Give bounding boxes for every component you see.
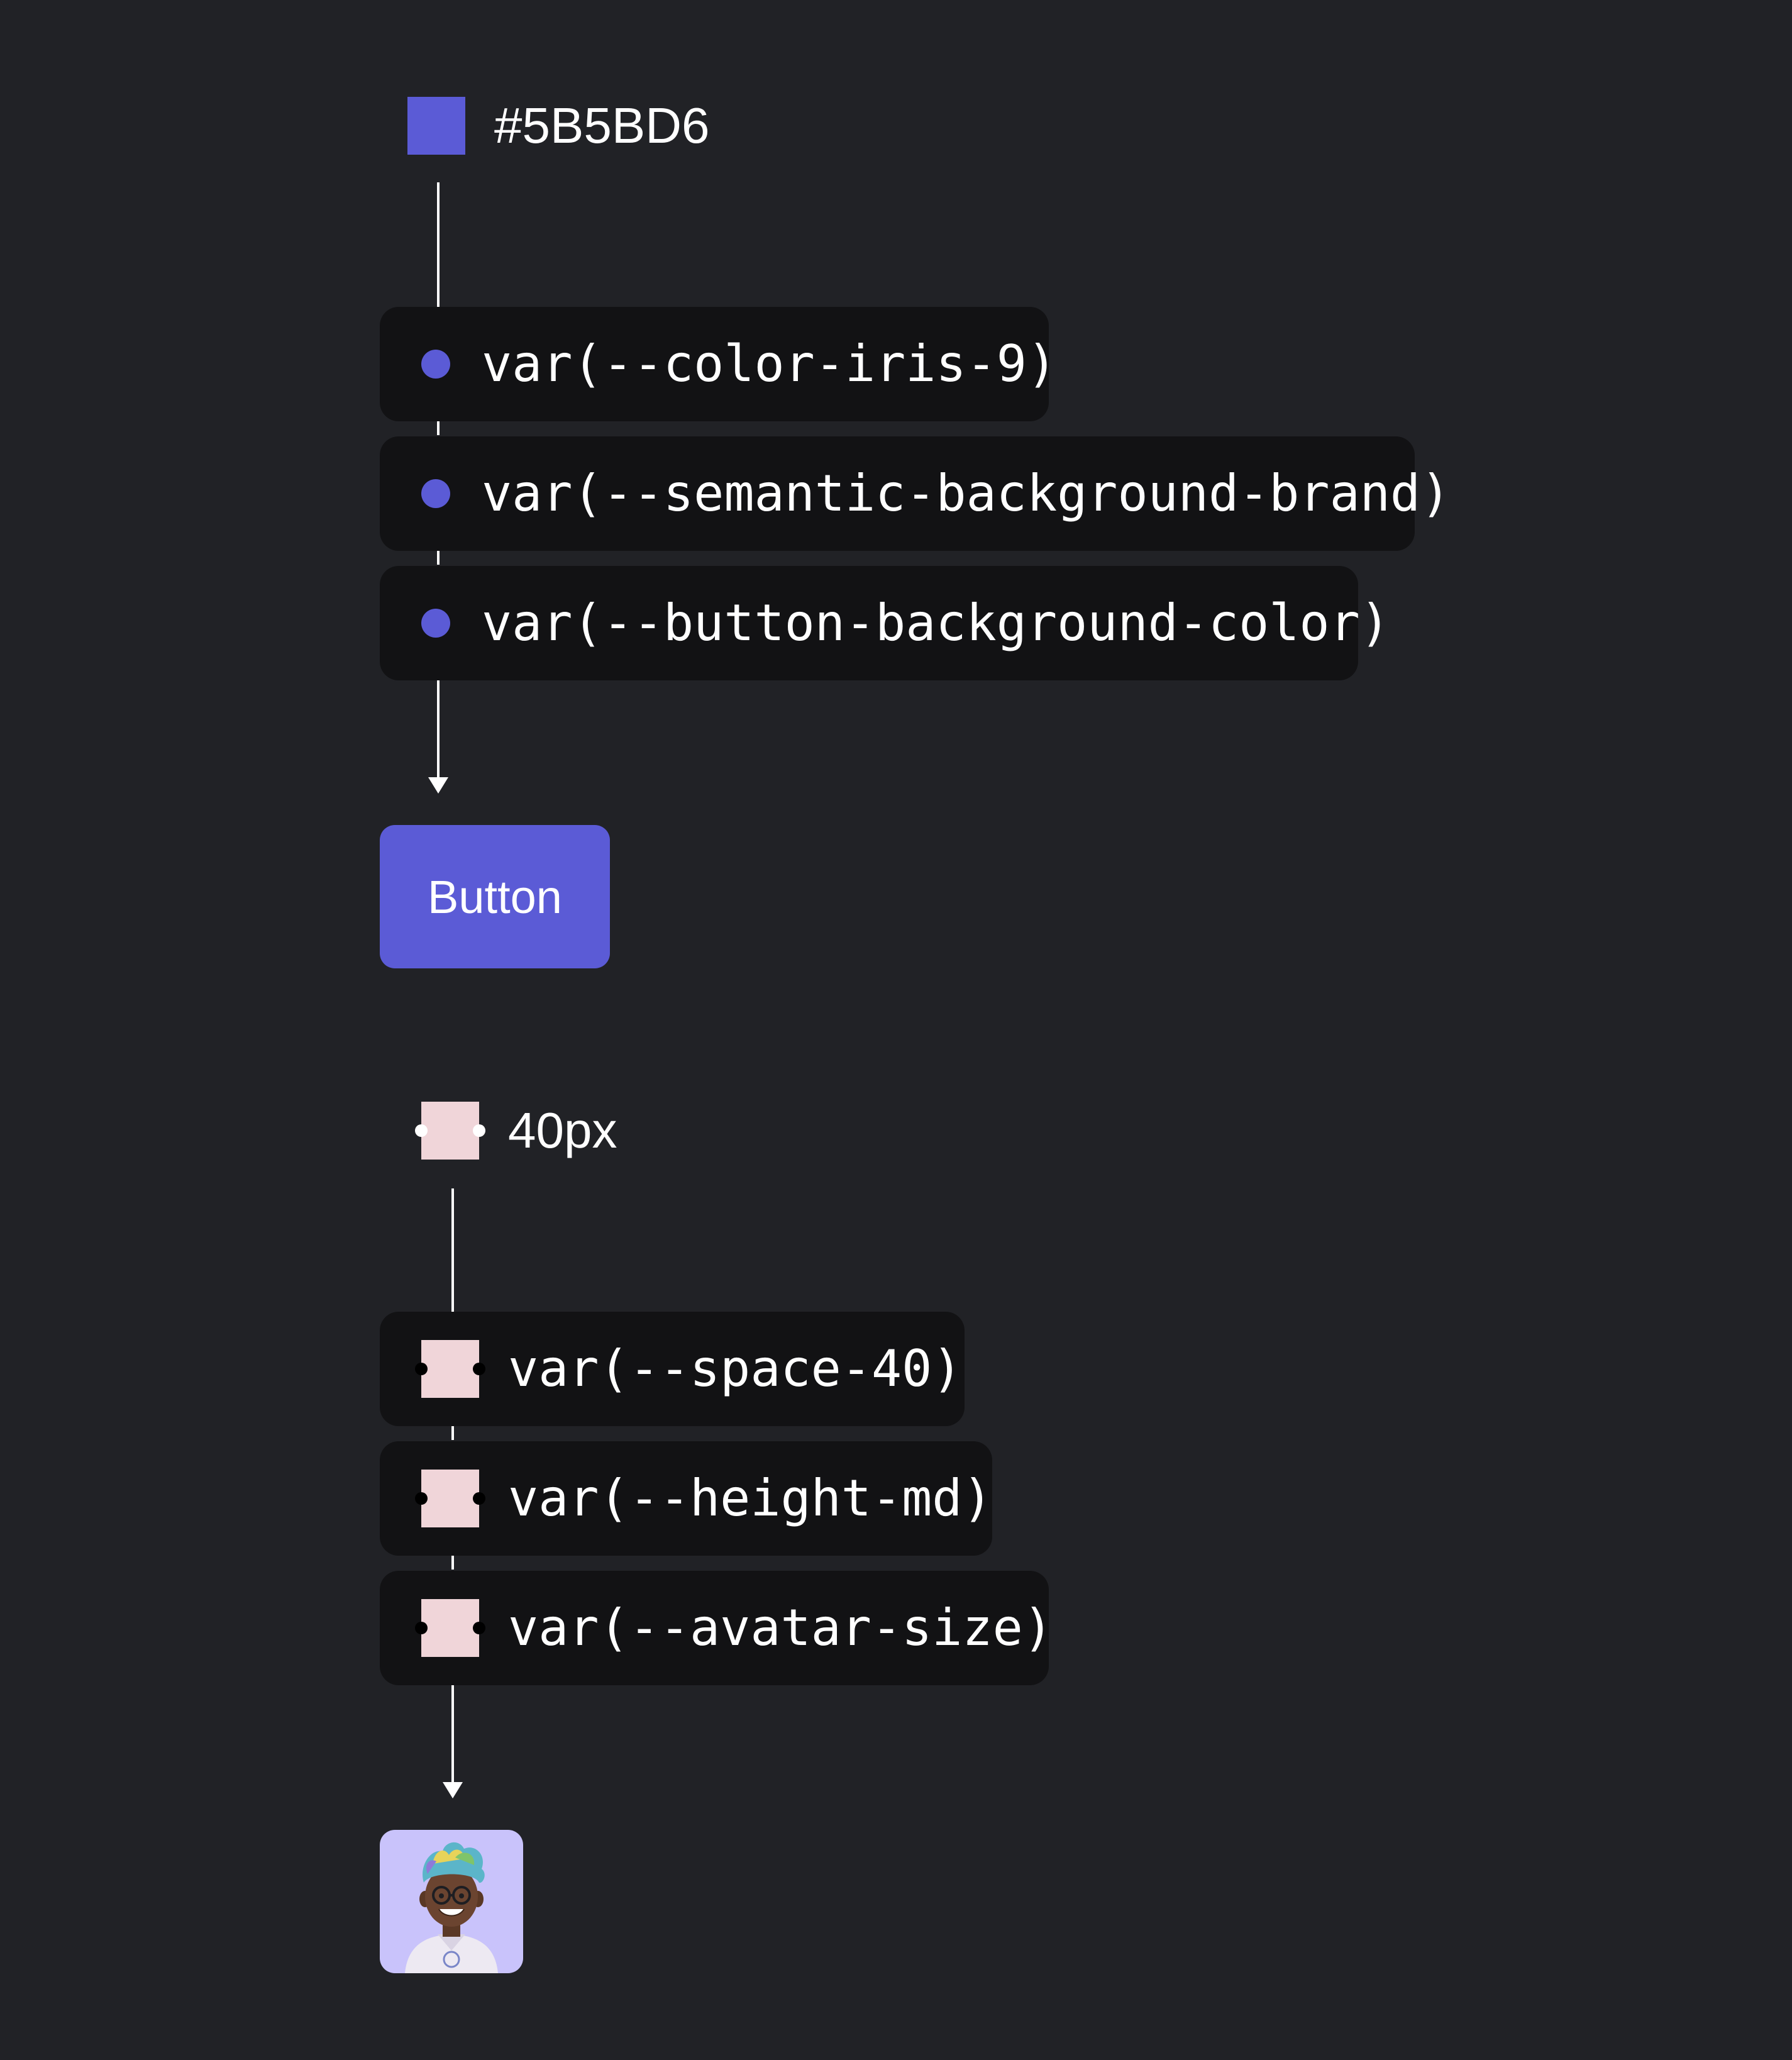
token-label: var(--height-md) [508,1469,993,1527]
hex-value-label: #5B5BD6 [494,97,710,153]
token-label: var(--avatar-size) [508,1598,1053,1657]
size-square-icon [415,1340,485,1398]
connector-line [437,421,440,435]
token-label: var(--space-40) [508,1339,963,1398]
connector-line [451,1188,454,1312]
token-pill-avatar-size: var(--avatar-size) [380,1571,1053,1685]
token-label: var(--semantic-background-brand) [482,464,1451,523]
color-dot-icon [421,350,450,379]
demo-button[interactable]: Button [380,825,610,968]
avatar-character-icon [405,1842,498,1973]
size-square-icon [415,1599,485,1657]
handle-dot-icon [415,1124,428,1137]
token-pill-height-md: var(--height-md) [380,1441,993,1556]
token-pill-color-iris-9: var(--color-iris-9) [380,307,1057,421]
arrow-line [451,1685,454,1783]
arrow-down-icon [443,1782,463,1798]
arrow-line [437,680,440,778]
handle-dot-icon [473,1622,485,1634]
handle-dot-icon [473,1124,485,1137]
color-dot-icon [421,609,450,638]
connector-line [451,1426,454,1440]
handle-dot-icon [473,1492,485,1505]
connector-line [437,182,440,307]
token-pill-button-background-color: var(--button-background-color) [380,566,1390,680]
arrow-down-icon [428,777,448,794]
size-value-label: 40px [508,1102,617,1158]
color-dot-icon [421,479,450,508]
connector-line [437,551,440,565]
avatar [380,1830,523,1973]
token-pill-semantic-background-brand: var(--semantic-background-brand) [380,436,1451,551]
handle-dot-icon [415,1492,428,1505]
connector-line [451,1556,454,1570]
handle-dot-icon [415,1363,428,1375]
size-swatch [415,1102,485,1160]
token-pill-space-40: var(--space-40) [380,1312,965,1426]
token-label: var(--color-iris-9) [482,335,1058,393]
color-swatch [407,97,465,155]
handle-dot-icon [415,1622,428,1634]
handle-dot-icon [473,1363,485,1375]
token-label: var(--button-background-color) [482,594,1390,652]
size-square-icon [415,1470,485,1527]
